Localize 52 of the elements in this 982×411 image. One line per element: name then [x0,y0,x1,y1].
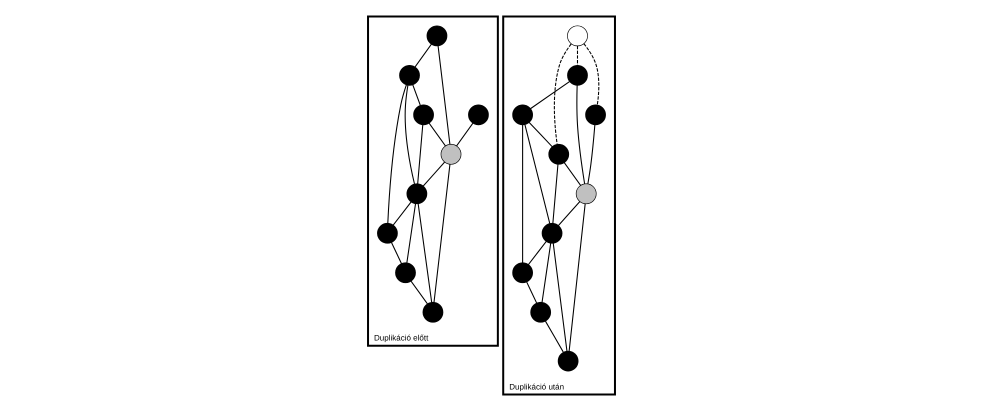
node-circle [566,64,588,86]
node-circle [548,144,569,165]
node-circle [412,104,434,126]
node-circle [575,183,596,204]
connector [544,320,564,352]
connector [410,280,428,304]
connector [576,46,578,66]
connector [522,125,523,263]
connector [552,243,567,352]
connector [406,204,416,263]
node-circle [398,64,420,86]
connector [428,122,446,146]
connector [553,44,572,144]
connector [456,122,473,146]
connector [528,122,552,148]
node-circle [440,144,461,165]
connector [412,84,420,106]
connector [558,201,580,226]
node-circle [541,222,562,244]
node-circle [530,302,551,323]
node-circle [468,104,488,126]
connector [526,282,537,304]
connector [524,124,550,224]
node-circle [566,25,588,46]
connector [392,202,411,226]
connector [404,85,414,184]
node-circle [376,222,398,244]
node-circle [512,262,532,284]
connector [582,43,599,105]
connector [417,204,432,302]
node-circle [406,183,427,204]
node-circle [426,25,447,46]
connector [422,162,444,186]
connector [386,84,406,224]
node-circle [557,350,578,372]
node-circle [584,104,606,126]
connector [390,242,402,264]
connector [530,81,570,110]
connector [437,46,450,144]
connector [576,85,585,184]
connector [528,241,546,265]
connector [563,162,581,186]
connector [586,124,595,184]
connector [552,164,558,224]
connector [433,164,450,302]
connector [416,124,423,184]
node-circle [394,262,416,284]
node-circle [422,302,443,323]
connector [414,44,432,68]
connector [568,204,586,351]
node-circle [512,104,532,126]
connector [541,243,551,302]
